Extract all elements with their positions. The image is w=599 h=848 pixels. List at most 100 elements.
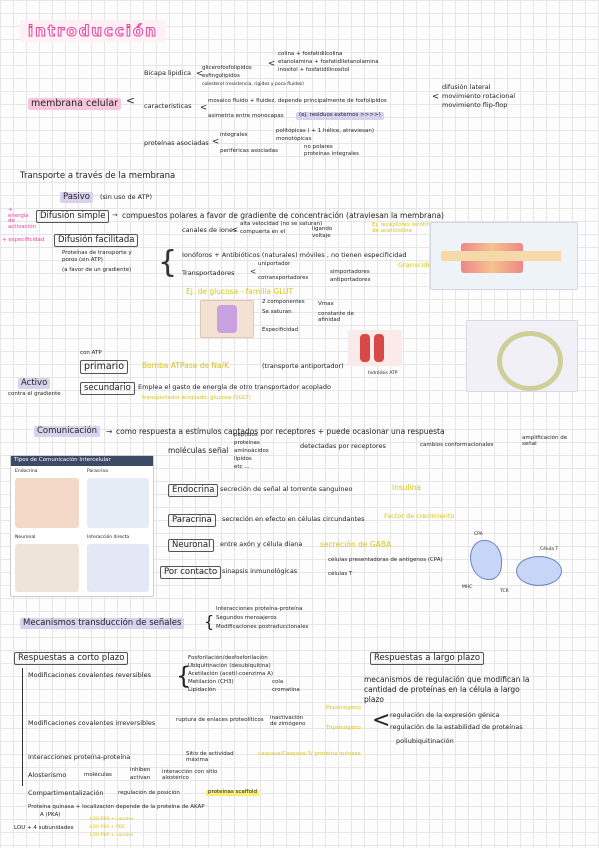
ruptura: ruptura de enlaces proteolíticos [176, 717, 264, 723]
monotopicas: monotópicas [276, 136, 312, 142]
se-saturan: Se saturan [262, 309, 292, 315]
acet: Acetilación (acetil-coenzima A) [188, 671, 273, 677]
neuro-text: entre axón y célula diana [220, 540, 303, 548]
endo-text: secreción de señal al torrente sanguíneo [220, 485, 353, 493]
metil: Metilación (CH3) [188, 679, 234, 685]
largo-text2: cantidad de proteínas en la célula a lar… [364, 685, 520, 694]
integrales: integrales [220, 132, 248, 138]
amplificacion: amplificación de señal [522, 435, 568, 447]
alosterismo: Alosterismo [28, 771, 67, 779]
lou-c: LOU-PKA + canales [90, 833, 134, 838]
cromatina: cromatina [272, 687, 300, 693]
largo-plazo: Respuestas a largo plazo [370, 652, 485, 665]
mod-irrev: Modificaciones covalentes irreversibles [28, 719, 156, 727]
difusion-simple: Difusión simple [36, 210, 110, 223]
ubiq: Ubiquitinación (desubiquitina) [188, 663, 271, 669]
contacto-text: sinapsis inmunológicas [222, 567, 298, 575]
inactiv: inactivación de zimógeno [270, 715, 306, 727]
pepsina: Pepsinógeno [326, 705, 361, 711]
corto-plazo: Respuestas a corto plazo [14, 652, 129, 665]
para-text: secreción en efecto en células circundan… [222, 515, 365, 523]
contacto: Por contacto [160, 566, 222, 579]
neuro-ej: secreción de GABA [320, 540, 392, 549]
vmax: Vmax [318, 301, 334, 307]
primario: primario [80, 360, 129, 374]
sec-ej: transportador acoplado, glucosa (SGLT) [142, 395, 251, 401]
esfingo: esfingolipidos [202, 73, 240, 79]
fig-interaccion: Interacción directa [87, 535, 130, 540]
reg3: poliubiquitinación [396, 737, 454, 745]
comm-figure-title: Tipos de Comunicación Intercelular [14, 457, 111, 463]
compart: Compartimentalización [28, 789, 104, 797]
caspasa: caspasa/Caspasa-3/ proteína quinasa [258, 751, 361, 757]
proteinas-int: proteínas integrales [304, 151, 359, 157]
moleculas-r: moléculas [84, 772, 112, 778]
pasivo-note: (sin uso de ATP) [100, 193, 153, 201]
mec-1: Interacciones proteína-proteína [216, 606, 303, 612]
brace: < [126, 95, 135, 107]
celulas-pres: células presentadoras de antígenos (CPA) [328, 557, 443, 563]
aminoacidos: aminoácidos [234, 448, 269, 454]
constante: constante de afinidad [318, 311, 354, 323]
mec-2: Segundos mensajeros [216, 615, 277, 621]
colesterol: colesterol (resistencia, rigidez y poca … [202, 82, 304, 87]
activan: activan [130, 775, 151, 781]
difusion-facilitada: Difusión facilitada [54, 234, 139, 247]
pka2: A (PKA) [40, 812, 61, 818]
df-sub2: poros (sin ATP) [62, 257, 103, 263]
dos-comp: 2 componentes [262, 299, 305, 305]
ej-glucosa: Ej. de glucosa - familia GLUT [186, 287, 294, 296]
fig-paracrina: Paracrina [87, 469, 109, 474]
fosfo: Fosforilación/desfosforilación [188, 655, 268, 661]
moleculas: moléculas señal [168, 446, 229, 455]
alta: alta velocidad (no se saturan) [240, 221, 323, 227]
ds-text: compuestos polares a favor de gradiente … [122, 211, 444, 220]
lou: LOU + 4 subunidades [14, 825, 74, 831]
membrane-figure [466, 320, 578, 392]
mosaico: mosaico fluido + fluidez, depende princi… [208, 98, 387, 104]
cola: cola [272, 679, 284, 685]
pasivo: Pasivo [60, 192, 93, 203]
df-sub1: Proteínas de transporte y [62, 250, 132, 256]
movimiento-rot: movimiento rotacional [442, 92, 516, 100]
voltaje: voltaje [312, 233, 331, 239]
fig-neuronal: Neuronal [15, 535, 36, 540]
colina: colina + fosfatidilcolina [278, 51, 343, 57]
ligando: ligando [312, 226, 333, 232]
inter-pp: Interacciones proteína-proteína [28, 753, 131, 761]
lipid: Lipidación [188, 687, 216, 693]
df-sub3: (a favor de un gradiente) [62, 267, 132, 273]
glut-figure [200, 300, 254, 338]
lou-b: LOU-PKA + PDE [90, 825, 126, 830]
t-cell [516, 556, 562, 586]
etanolamina: etanolamina + fosfatidiletanolamina [278, 59, 379, 65]
mod-rev: Modificaciones covalentes reversibles [28, 671, 151, 679]
gramicidina: Gramicidina [398, 261, 438, 269]
peptidos: péptidos [234, 432, 258, 438]
no-polares: no polares [304, 144, 333, 150]
bicapa: Bicapa lipidica [144, 69, 192, 77]
hidrolisis: hidrólisis ATP [368, 371, 398, 376]
compuerta: compuerta en el [240, 229, 286, 235]
especificidad-tag: + especificidad [2, 237, 45, 243]
perifericas: periféricas asociadas [220, 148, 279, 154]
inhiben: inhiben [130, 767, 151, 773]
flip-flop: movimiento flip-flop [442, 101, 508, 109]
mecanismos-label: Mecanismos transducción de señales [20, 618, 185, 629]
celulas-t: células T [328, 571, 353, 577]
interaccion: interacción con sitio alostérico [162, 769, 218, 781]
t-cell-label: Célula T [540, 547, 559, 552]
bomba: Bomba ATPasa de Na/K [142, 361, 229, 370]
reg2: regulación de la estabilidad de proteína… [390, 723, 523, 731]
pump-figure [348, 330, 402, 366]
uniportador: uniportador [258, 261, 291, 267]
membrana-label: membrana celular [28, 98, 122, 110]
channel-figure [430, 222, 578, 290]
cpa-cell [470, 540, 502, 580]
ej-canales: Ej. receptores nicotínicos de acetilcoli… [372, 222, 441, 234]
sitio: Sitio de actividad máxima [186, 751, 234, 763]
especificidad: Especificidad [262, 327, 299, 333]
cpa-label: CPA [474, 532, 483, 537]
largo-text3: plazo [364, 695, 384, 704]
comm-figure: Tipos de Comunicación Intercelular Endoc… [10, 455, 154, 597]
